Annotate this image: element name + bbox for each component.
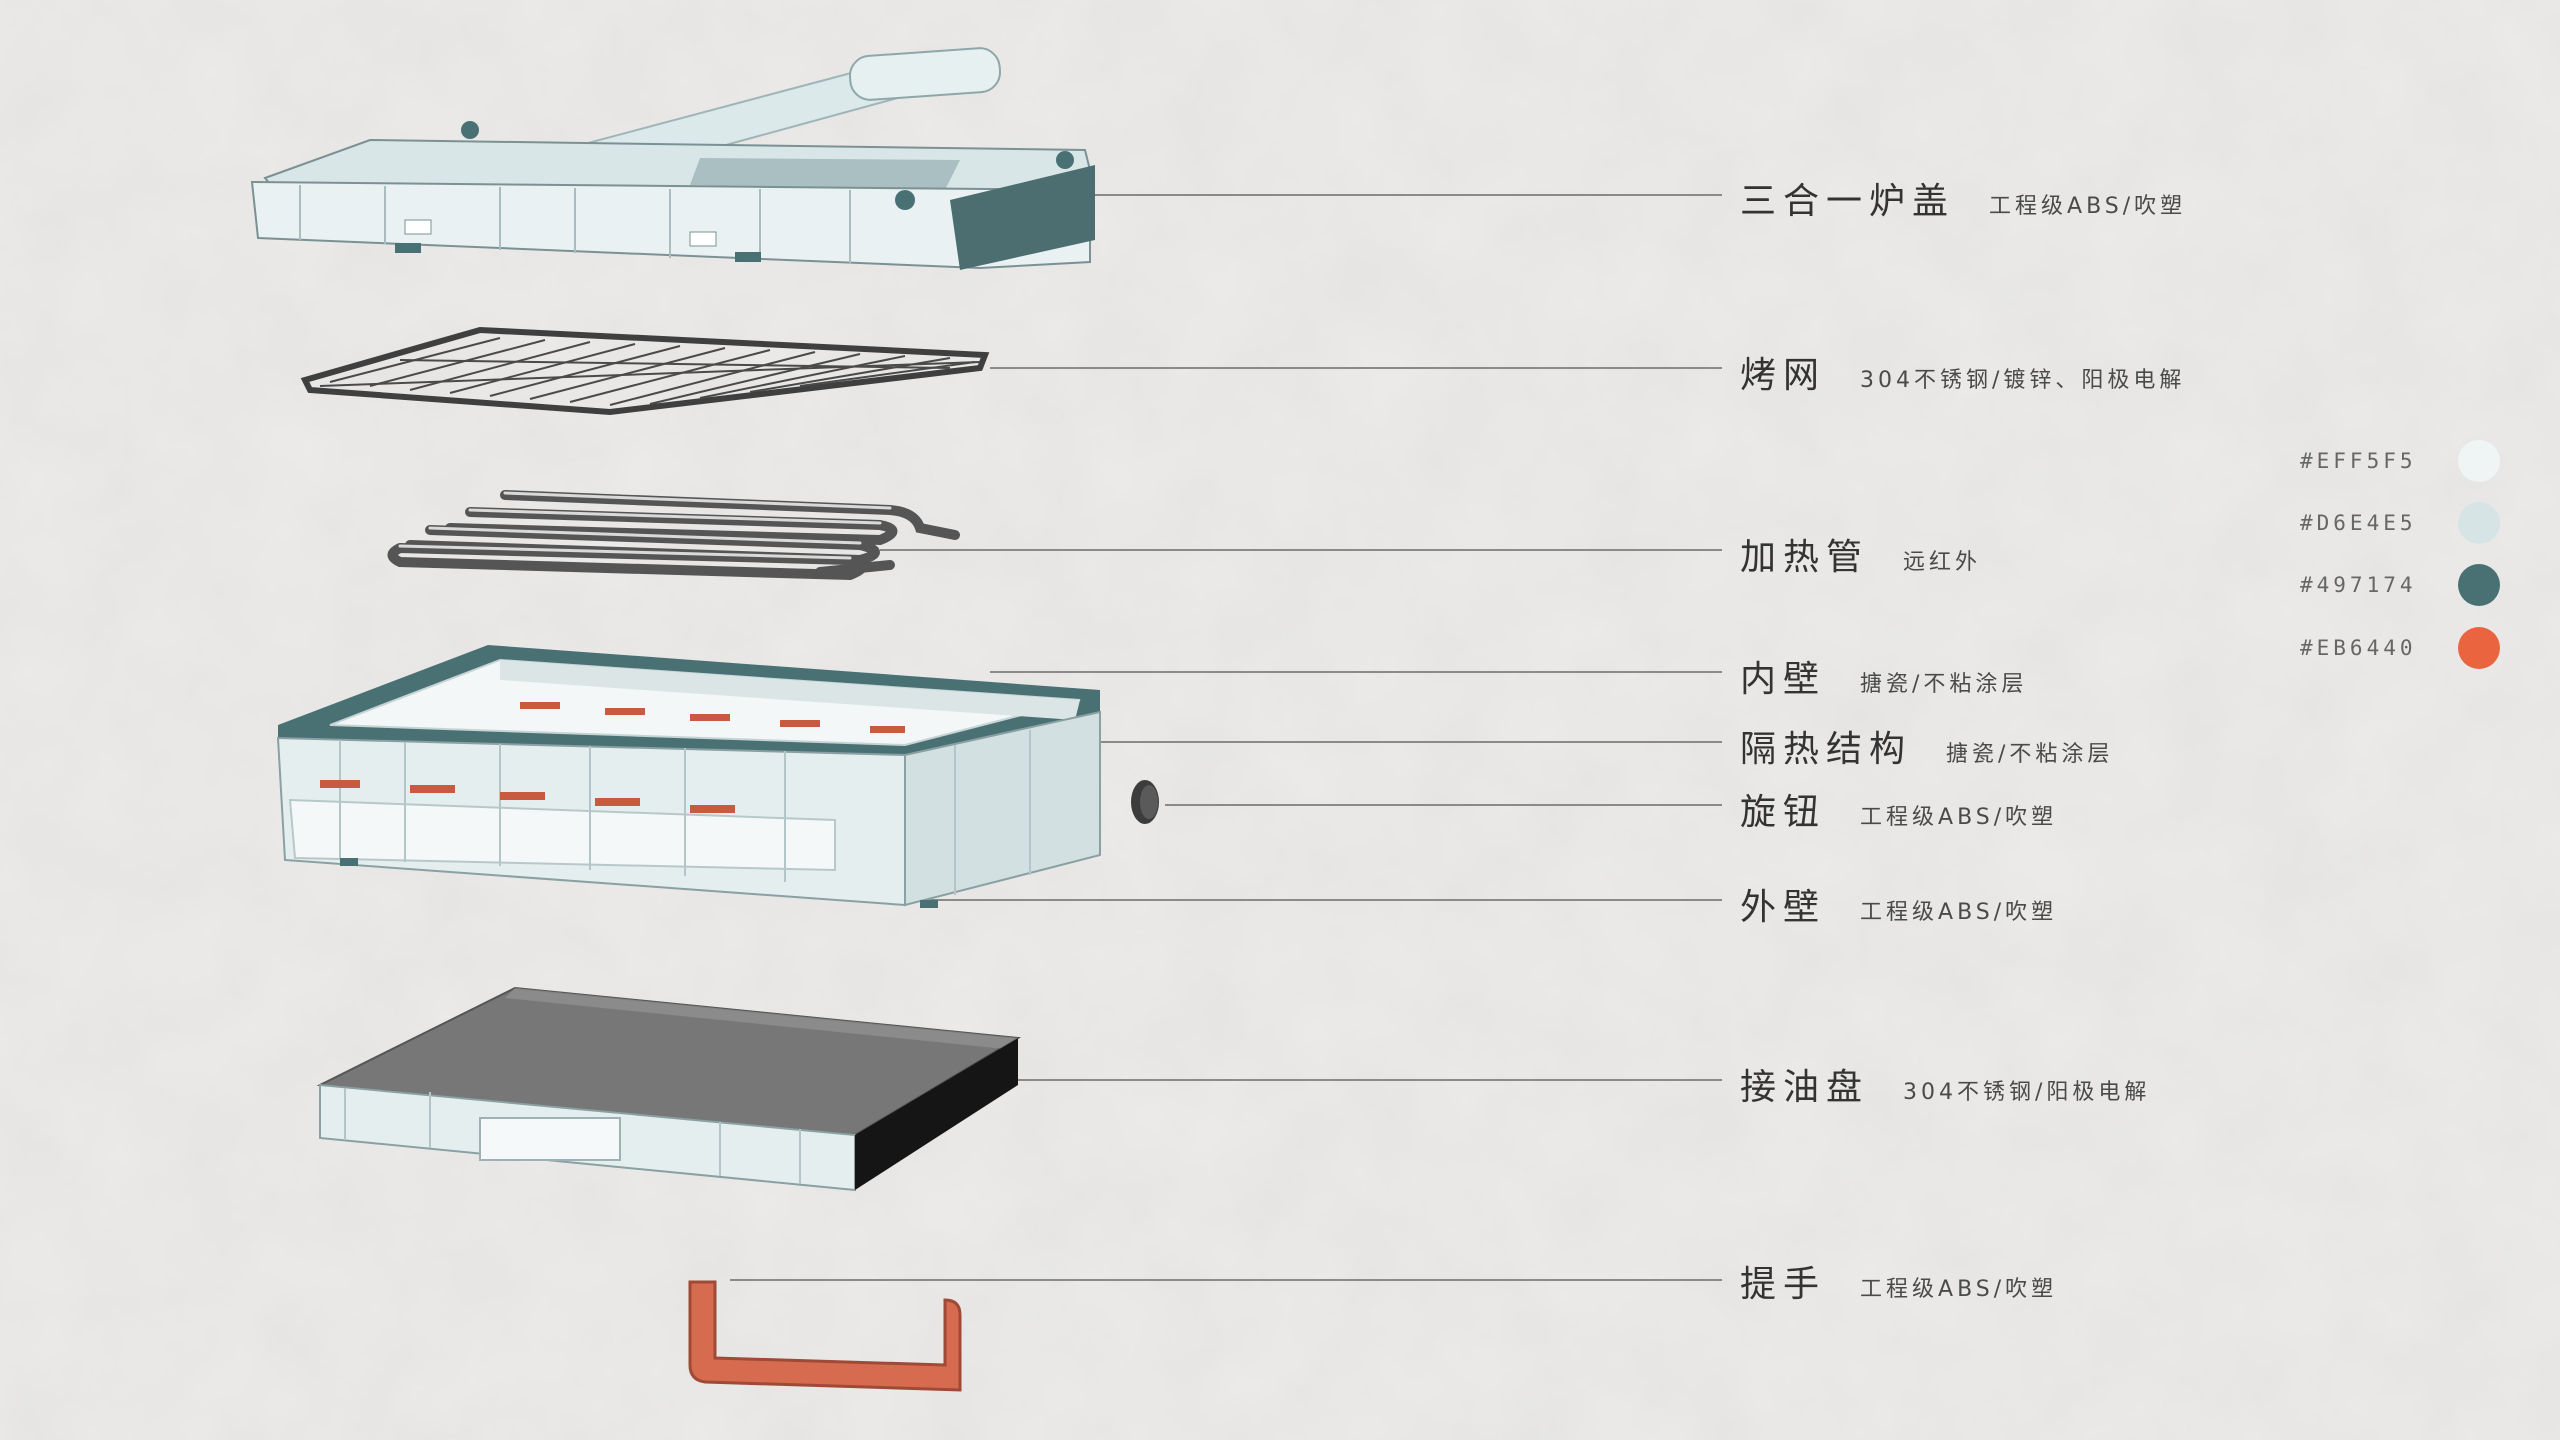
knob-illustration [1131, 780, 1159, 824]
grill-rack-illustration [300, 326, 990, 416]
palette-swatch-1: #EFF5F5 [2300, 440, 2500, 482]
part-material: 搪瓷/不粘涂层 [1860, 672, 2028, 697]
swatch-code: #D6E4E5 [2300, 511, 2417, 535]
part-material: 工程级ABS/吹塑 [1989, 194, 2187, 219]
palette-swatch-2: #D6E4E5 [2300, 502, 2500, 544]
part-material: 304不锈钢/镀锌、阳极电解 [1860, 368, 2186, 393]
swatch-dot [2458, 564, 2500, 606]
part-material: 工程级ABS/吹塑 [1860, 805, 2058, 830]
lid-illustration [250, 47, 1095, 270]
label-heating-tube: 加热管 远红外 [1740, 528, 1981, 580]
part-material: 工程级ABS/吹塑 [1860, 900, 2058, 925]
part-name: 提手 [1740, 1264, 1827, 1305]
label-drip-tray: 接油盘 304不锈钢/阳极电解 [1740, 1058, 2150, 1110]
swatch-code: #EB6440 [2300, 636, 2417, 660]
leader-lines [730, 194, 1722, 1281]
handle-illustration [688, 1280, 962, 1392]
part-name: 隔热结构 [1740, 729, 1913, 770]
label-outer-wall: 外壁 工程级ABS/吹塑 [1740, 878, 2057, 930]
swatch-dot [2458, 440, 2500, 482]
label-insulation: 隔热结构 搪瓷/不粘涂层 [1740, 720, 2113, 772]
part-name: 内壁 [1740, 659, 1827, 700]
part-material: 304不锈钢/阳极电解 [1903, 1080, 2151, 1105]
label-grill: 烤网 304不锈钢/镀锌、阳极电解 [1740, 346, 2185, 398]
heating-tube-illustration [387, 490, 960, 581]
swatch-dot [2458, 627, 2500, 669]
swatch-code: #EFF5F5 [2300, 449, 2417, 473]
swatch-code: #497174 [2300, 573, 2417, 597]
part-material: 搪瓷/不粘涂层 [1946, 742, 2114, 767]
part-name: 加热管 [1740, 537, 1870, 578]
palette-swatch-3: #497174 [2300, 564, 2500, 606]
part-name: 外壁 [1740, 887, 1827, 928]
heating-tube-highlight [398, 491, 892, 560]
part-name: 烤网 [1740, 355, 1827, 396]
body-illustration [276, 645, 1101, 908]
part-name: 旋钮 [1740, 792, 1827, 833]
drip-tray-illustration [316, 986, 1022, 1192]
part-material: 工程级ABS/吹塑 [1860, 1277, 2058, 1302]
palette-swatch-4: #EB6440 [2300, 627, 2500, 669]
part-name: 三合一炉盖 [1740, 181, 1956, 222]
label-handle: 提手 工程级ABS/吹塑 [1740, 1255, 2057, 1307]
swatch-dot [2458, 502, 2500, 544]
label-knob: 旋钮 工程级ABS/吹塑 [1740, 783, 2057, 835]
part-material: 远红外 [1903, 550, 1982, 575]
label-lid: 三合一炉盖 工程级ABS/吹塑 [1740, 172, 2186, 224]
label-inner-wall: 内壁 搪瓷/不粘涂层 [1740, 650, 2027, 702]
part-name: 接油盘 [1740, 1067, 1870, 1108]
